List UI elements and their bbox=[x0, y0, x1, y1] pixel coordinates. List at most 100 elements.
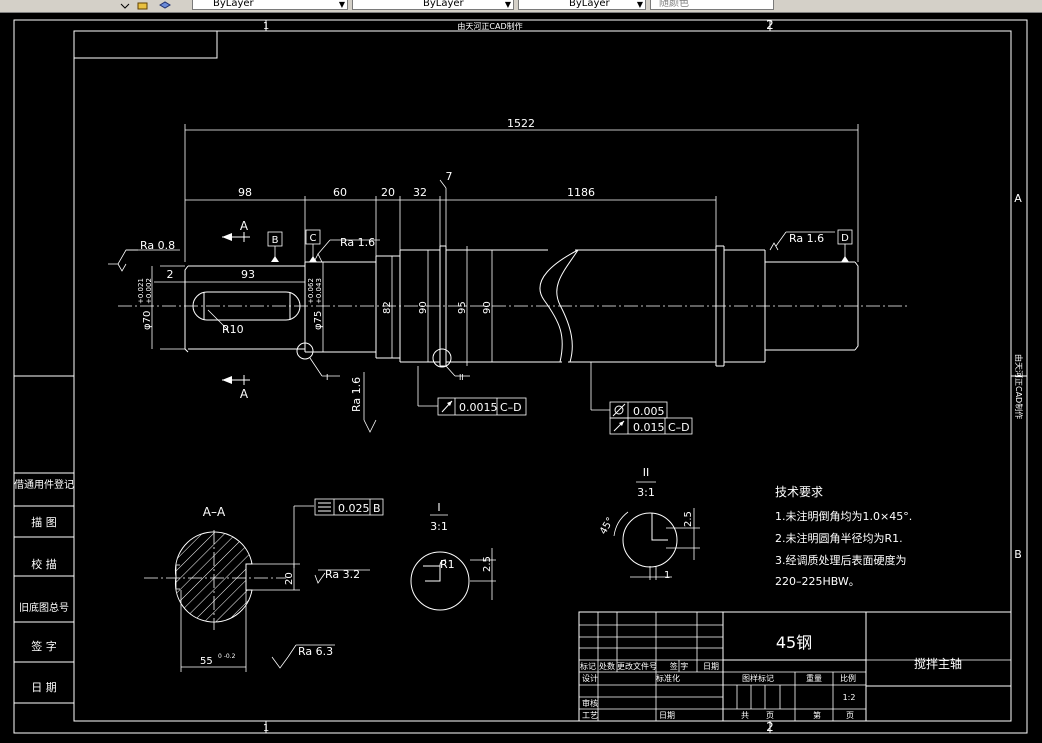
hdr-count: 处数 bbox=[599, 661, 615, 671]
dim-keyway-depth: 20 bbox=[284, 572, 295, 585]
section-a-a bbox=[144, 530, 300, 672]
dim-98: 98 bbox=[238, 186, 252, 199]
linetype-select-value: ByLayer bbox=[423, 0, 464, 9]
detail2-scale: 3:1 bbox=[637, 486, 655, 499]
side-row-6: 日 期 bbox=[31, 681, 57, 694]
date-label: 日期 bbox=[659, 711, 675, 720]
ra-6.3: Ra 6.3 bbox=[298, 645, 333, 658]
dim-key-offset: 2 bbox=[167, 268, 174, 281]
detail-two bbox=[613, 481, 700, 580]
gdt-cylindricity-value: 0.005 bbox=[633, 405, 665, 418]
ra-1.6-right: Ra 1.6 bbox=[789, 232, 824, 245]
dim-90b: 90 bbox=[482, 301, 493, 314]
dropdown-arrow-icon[interactable] bbox=[118, 0, 132, 10]
color-select-value: ByLayer bbox=[213, 0, 254, 9]
datum-b: B bbox=[272, 235, 279, 246]
ra-0.8: Ra 0.8 bbox=[140, 239, 175, 252]
dim-phi70-tol-lower: +0.002 bbox=[145, 278, 153, 304]
dim-7: 7 bbox=[446, 170, 453, 183]
notes-title: 技术要求 bbox=[775, 485, 823, 499]
cylindricity-icon bbox=[612, 403, 626, 417]
stage-label: 图样标记 bbox=[742, 673, 774, 683]
detail2-angle: 45° bbox=[598, 516, 616, 537]
chevron-down-icon: ▼ bbox=[504, 0, 511, 9]
sheet-label: 页 bbox=[766, 711, 774, 720]
material: 45钢 bbox=[776, 633, 812, 652]
zone-col-2-bottom: 2 bbox=[766, 720, 774, 734]
standard-label: 标准化 bbox=[656, 673, 680, 683]
side-row-1: 借通用件登记 bbox=[14, 478, 74, 491]
detail-mark-one: I bbox=[326, 373, 328, 382]
gdt-frames bbox=[293, 362, 693, 568]
dim-phi75: φ75 bbox=[313, 311, 324, 330]
zone-row-b: B bbox=[1014, 548, 1022, 561]
shaft-main-view bbox=[118, 245, 908, 368]
design-label: 设计 bbox=[582, 673, 598, 683]
dim-phi70: φ70 bbox=[142, 311, 153, 330]
dim-phi75-tol-upper: +0.062 bbox=[307, 278, 315, 304]
page-label: 页 bbox=[846, 711, 854, 720]
scale-label: 比例 bbox=[840, 673, 856, 683]
drawing-frame bbox=[13, 19, 1028, 734]
dim-phi70-tol-upper: +0.021 bbox=[137, 278, 145, 304]
detail-mark-two: II bbox=[459, 373, 464, 382]
side-row-4: 旧底图总号 bbox=[19, 601, 69, 614]
chevron-down-icon: ▼ bbox=[636, 0, 643, 9]
notes-line-3: 3.经调质处理后表面硬度为 bbox=[775, 553, 907, 567]
ra-1.6-left: Ra 1.6 bbox=[340, 236, 375, 249]
drawing-canvas[interactable]: 1 2 1 2 A B 由天河正CAD制作 由天河正CAD制作 借通用件登记 描… bbox=[0, 12, 1042, 739]
roughness-symbols bbox=[108, 231, 835, 669]
process-label: 工艺 bbox=[582, 711, 598, 720]
ra-3.2: Ra 3.2 bbox=[325, 568, 360, 581]
detail-one bbox=[410, 514, 496, 611]
detail1-scale: 3:1 bbox=[430, 520, 448, 533]
zone-col-2: 2 bbox=[766, 18, 774, 32]
gdt-runout-ref: C–D bbox=[500, 401, 522, 414]
dim-20: 20 bbox=[381, 186, 395, 199]
scale-value: 1:2 bbox=[843, 693, 856, 702]
dim-82: 82 bbox=[382, 301, 393, 314]
notes-line-2: 2.未注明圆角半径均为R1. bbox=[775, 531, 903, 545]
lineweight-select[interactable]: ByLayer ▼ bbox=[518, 0, 646, 10]
plotstyle-select-value: 随颜色 bbox=[659, 0, 689, 9]
hdr-file: 更改文件号 bbox=[617, 661, 657, 671]
runout-icon bbox=[441, 400, 453, 413]
lineweight-select-value: ByLayer bbox=[569, 0, 610, 9]
detail2-title: II bbox=[643, 466, 650, 479]
zone-row-a: A bbox=[1014, 192, 1022, 205]
color-select[interactable]: ByLayer ▼ bbox=[192, 0, 348, 10]
top-watermark: 由天河正CAD制作 bbox=[457, 21, 522, 31]
side-panel bbox=[13, 472, 75, 704]
gdt-runout2-ref: C–D bbox=[668, 421, 690, 434]
detail1-radius: R1 bbox=[440, 558, 455, 571]
dim-90a: 90 bbox=[418, 301, 429, 314]
page-no-label: 第 bbox=[813, 710, 821, 720]
symmetry-icon bbox=[318, 502, 331, 512]
weight-label: 重量 bbox=[806, 673, 822, 683]
layer-stack-icon[interactable] bbox=[158, 0, 172, 10]
detail2-dim: 2.5 bbox=[683, 511, 694, 527]
zone-col-1-bottom: 1 bbox=[263, 723, 269, 734]
review-label: 审核 bbox=[582, 698, 598, 708]
dim-95: 95 bbox=[457, 301, 468, 314]
runout-icon bbox=[613, 420, 625, 432]
part-name: 搅拌主轴 bbox=[914, 656, 962, 671]
datum-d: D bbox=[841, 233, 849, 244]
dim-phi75-tol-lower: +0.043 bbox=[315, 278, 323, 304]
side-row-2: 描 图 bbox=[31, 515, 57, 529]
side-row-5: 签 字 bbox=[31, 639, 57, 653]
hdr-date: 日期 bbox=[703, 662, 719, 671]
layer-states-icon[interactable] bbox=[136, 0, 150, 10]
gdt-symmetry-value: 0.025 bbox=[338, 502, 370, 515]
side-row-3: 校 描 bbox=[31, 557, 57, 571]
zone-col-1: 1 bbox=[263, 21, 269, 32]
linetype-select[interactable]: ByLayer ▼ bbox=[352, 0, 514, 10]
cut-label-a-top: A bbox=[240, 219, 249, 233]
dim-60: 60 bbox=[333, 186, 347, 199]
dim-1186: 1186 bbox=[567, 186, 595, 199]
toolbar: ByLayer ▼ ByLayer ▼ ByLayer ▼ 随颜色 bbox=[0, 0, 1042, 13]
gdt-runout-value: 0.0015 bbox=[459, 401, 498, 414]
datum-c: C bbox=[310, 233, 317, 244]
dim-key-radius: R10 bbox=[222, 323, 244, 336]
plotstyle-select[interactable]: 随颜色 bbox=[650, 0, 774, 10]
